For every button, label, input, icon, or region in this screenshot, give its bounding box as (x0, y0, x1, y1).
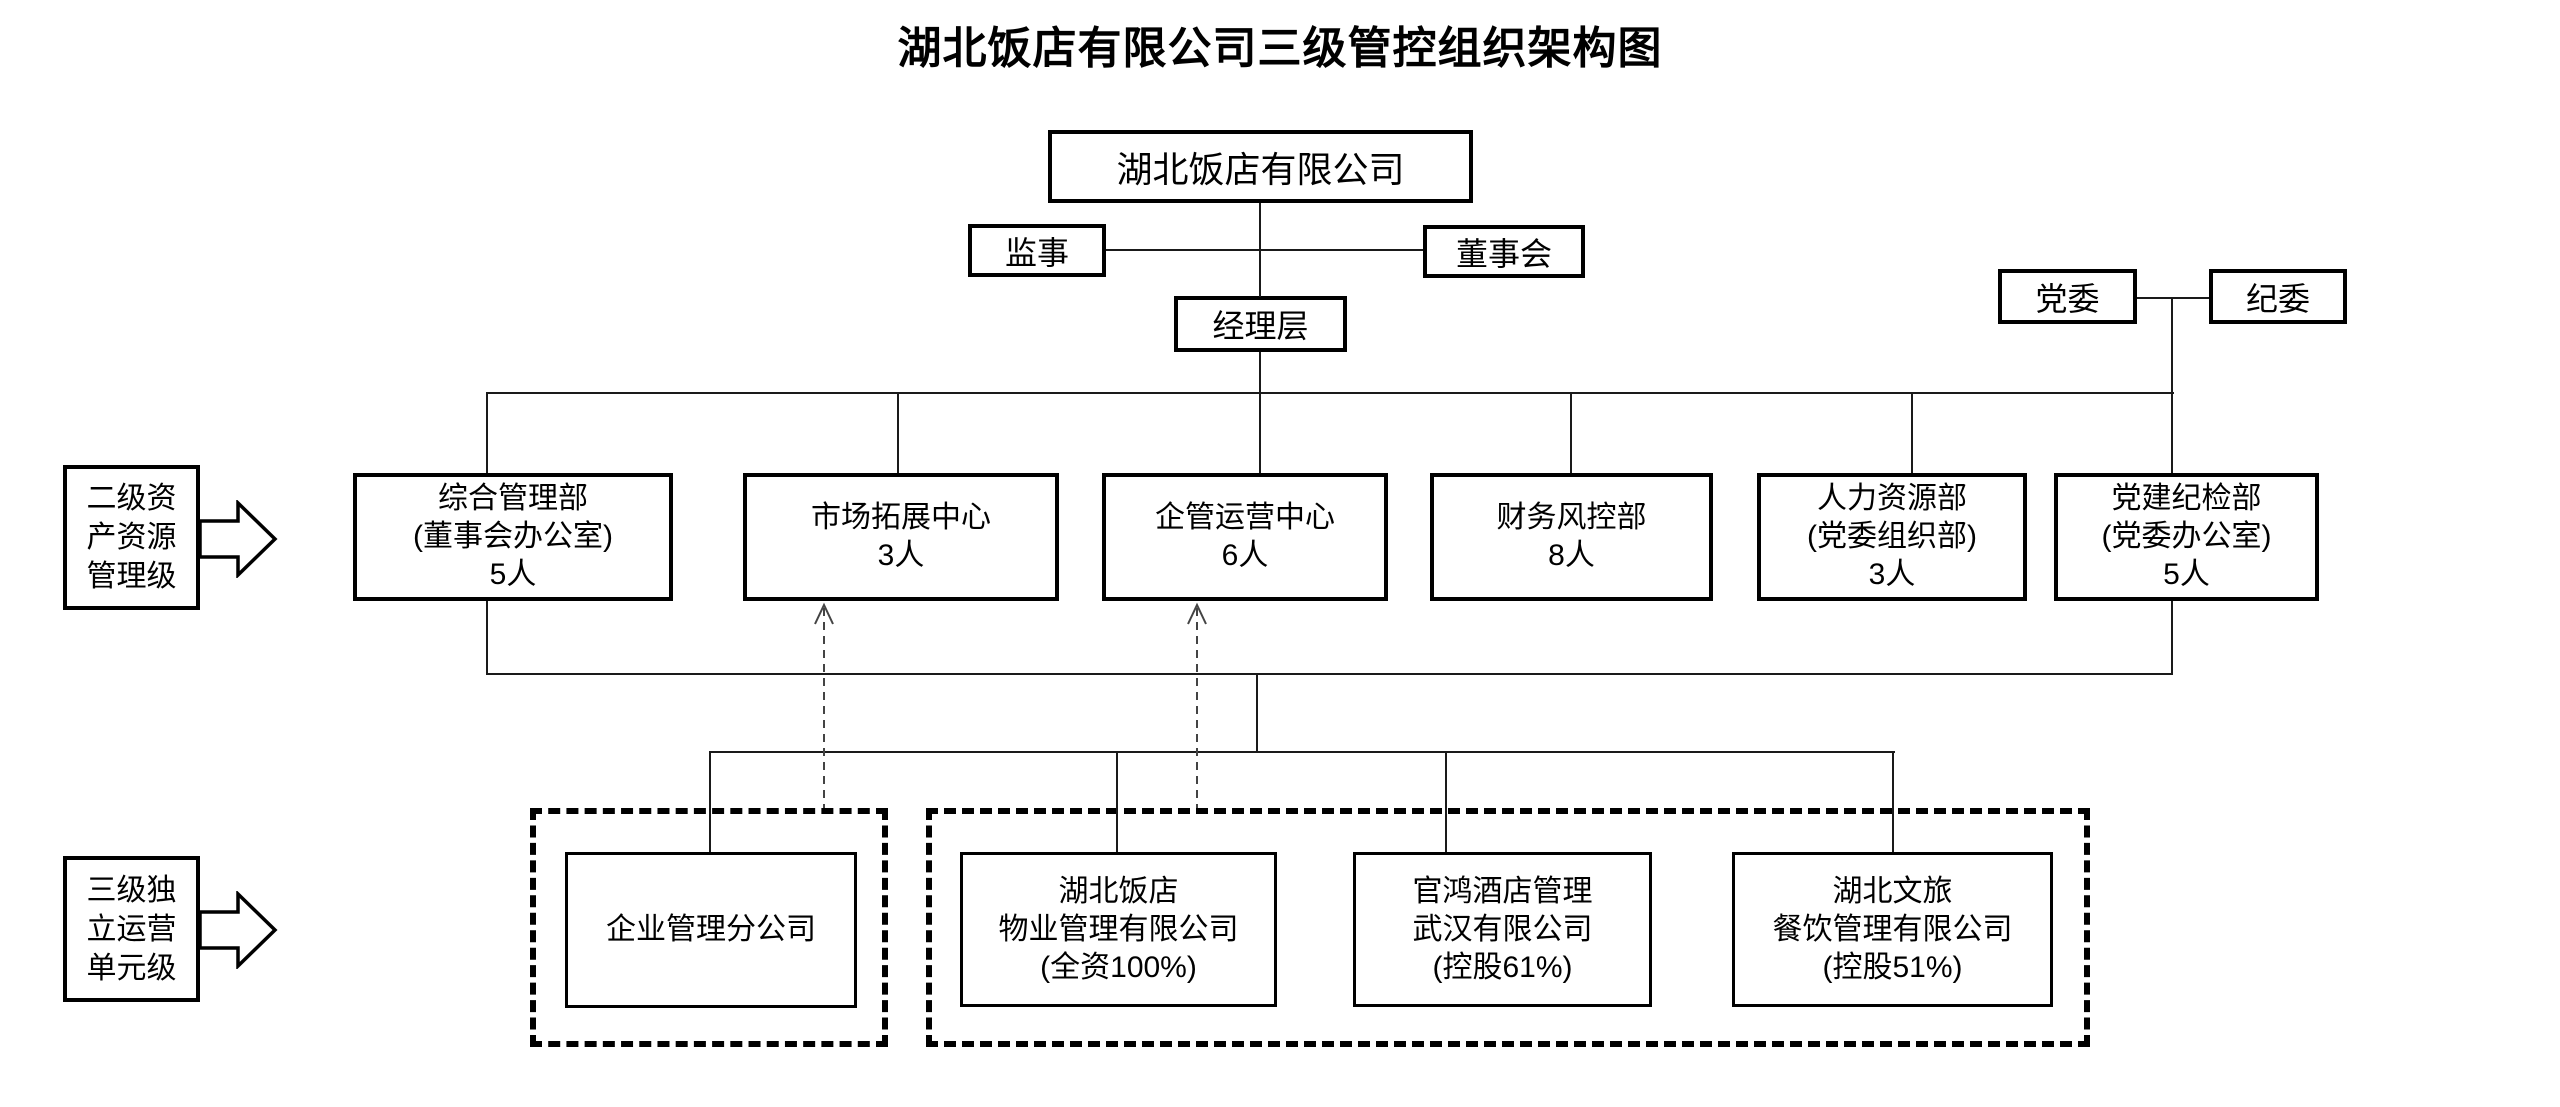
upward-dashed-arrow-enterprise-operation-icon (1187, 602, 1207, 808)
dept-name: 综合管理部 (438, 482, 588, 515)
connector-management-bus (1259, 352, 1261, 393)
dept-name: 市场拓展中心 (811, 501, 991, 534)
drop-party-discipline-bottom (2171, 601, 2173, 675)
level3-side-label-box: 三级独 立运营 单元级 (63, 856, 200, 1002)
unit-ownership: (全资100%) (1040, 950, 1197, 984)
drop-dept-general-management (486, 393, 488, 473)
dept-subname: (董事会办公室) (413, 520, 613, 553)
bus-middle (486, 673, 2173, 675)
dept-headcount: 3人 (1868, 558, 1916, 591)
page-title: 湖北饭店有限公司三级管控组织架构图 (897, 24, 1663, 73)
unit-subname: 餐饮管理有限公司 (1772, 912, 2013, 946)
unit-guanhong-hotel: 官鸿酒店管理 武汉有限公司 (控股61%) (1353, 852, 1652, 1007)
unit-name: 湖北饭店 (1058, 874, 1179, 908)
dept-general-management: 综合管理部 (董事会办公室) 5人 (353, 473, 673, 601)
dept-headcount: 6人 (1221, 539, 1269, 572)
node-supervisor: 监事 (968, 224, 1106, 277)
node-management: 经理层 (1174, 296, 1347, 352)
unit-wenlv-catering: 湖北文旅 餐饮管理有限公司 (控股51%) (1732, 852, 2053, 1007)
dept-headcount: 5人 (489, 558, 537, 591)
dept-name: 企管运营中心 (1155, 501, 1335, 534)
dept-human-resources: 人力资源部 (党委组织部) 3人 (1757, 473, 2027, 601)
drop-unit-property (1116, 751, 1118, 852)
level2-side-label: 二级资 产资源 管理级 (86, 482, 177, 593)
unit-subname: 物业管理有限公司 (998, 912, 1239, 946)
drop-unit-wenlv (1892, 751, 1894, 852)
dept-name: 财务风控部 (1496, 501, 1647, 534)
dept-subname: (党委办公室) (2101, 520, 2272, 553)
unit-property-management: 湖北饭店 物业管理有限公司 (全资100%) (960, 852, 1277, 1007)
node-management-label: 经理层 (1212, 308, 1309, 344)
unit-subname: 武汉有限公司 (1412, 912, 1593, 946)
drop-general-management-bottom (486, 601, 488, 675)
unit-name: 湖北文旅 (1832, 874, 1953, 908)
unit-enterprise-management-branch: 企业管理分公司 (565, 852, 857, 1008)
level3-pointer-arrow-icon (200, 891, 278, 969)
dept-party-discipline: 党建纪检部 (党委办公室) 5人 (2054, 473, 2319, 601)
bus-level2 (486, 392, 2174, 394)
dept-market-expansion: 市场拓展中心 3人 (743, 473, 1059, 601)
unit-name: 企业管理分公司 (606, 913, 816, 946)
drop-unit-guanhong (1445, 751, 1447, 852)
node-party-committee-label: 党委 (2035, 280, 2100, 317)
node-discipline-committee-label: 纪委 (2245, 280, 2310, 317)
node-party-committee: 党委 (1998, 269, 2137, 324)
connector-party-discipline (2137, 297, 2209, 299)
level3-group-subsidiaries (926, 808, 2090, 1047)
drop-dept-market-expansion (897, 393, 899, 473)
connector-supervisor-board (1106, 249, 1423, 251)
node-board: 董事会 (1423, 225, 1585, 278)
drop-dept-enterprise-operation (1259, 393, 1261, 473)
dept-subname: (党委组织部) (1807, 520, 1977, 553)
node-discipline-committee: 纪委 (2209, 269, 2347, 324)
bus-level3 (710, 751, 1895, 753)
dept-name: 党建纪检部 (2111, 482, 2262, 515)
level3-side-label: 三级独 立运营 单元级 (86, 873, 177, 985)
node-company-label: 湖北饭店有限公司 (1116, 148, 1405, 190)
dept-headcount: 3人 (877, 539, 925, 572)
dept-headcount: 5人 (2163, 558, 2210, 591)
upward-dashed-arrow-market-expansion-icon (814, 602, 834, 808)
dept-name: 人力资源部 (1817, 482, 1967, 515)
riser-middle-to-level3 (1256, 673, 1258, 753)
dept-enterprise-operation: 企管运营中心 6人 (1102, 473, 1388, 601)
unit-ownership: (控股51%) (1822, 950, 1963, 984)
dept-finance-risk: 财务风控部 8人 (1430, 473, 1713, 601)
riser-party-to-dept (2171, 297, 2173, 473)
node-supervisor-label: 监事 (1004, 234, 1069, 271)
dept-headcount: 8人 (1548, 539, 1595, 572)
level2-pointer-arrow-icon (200, 500, 278, 578)
drop-unit-branch (709, 751, 711, 852)
drop-dept-human-resources (1911, 393, 1913, 473)
level2-side-label-box: 二级资 产资源 管理级 (63, 465, 200, 610)
node-board-label: 董事会 (1455, 235, 1552, 272)
node-company: 湖北饭店有限公司 (1048, 130, 1473, 203)
unit-name: 官鸿酒店管理 (1412, 874, 1593, 908)
unit-ownership: (控股61%) (1432, 950, 1573, 984)
drop-dept-finance-risk (1570, 393, 1572, 473)
